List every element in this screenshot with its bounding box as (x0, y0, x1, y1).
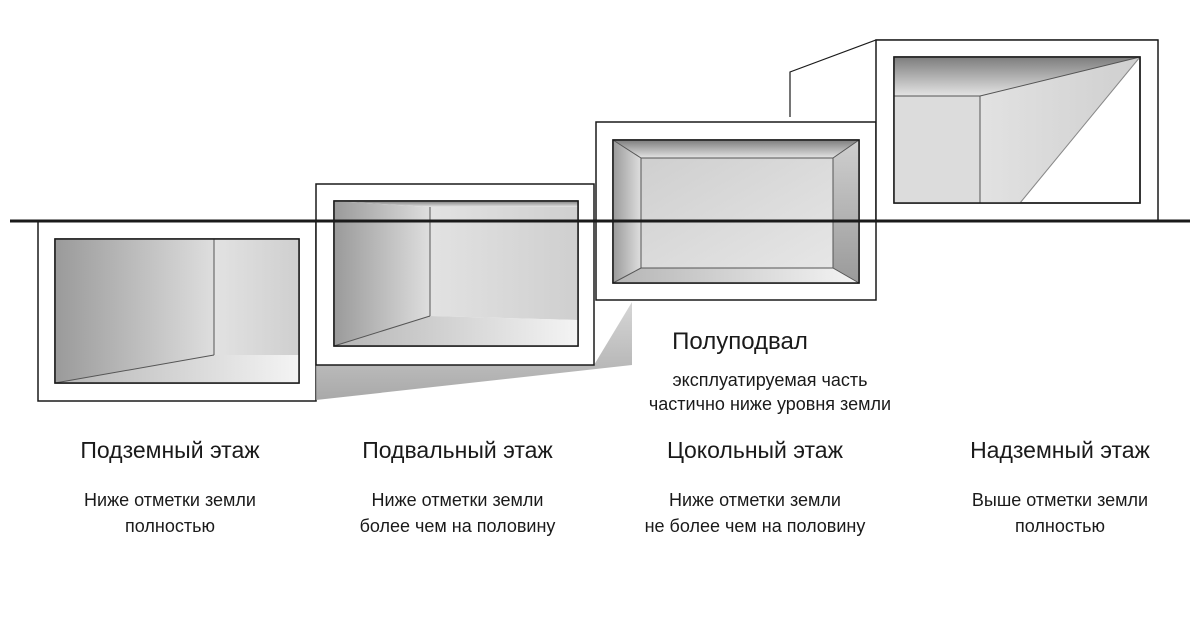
above-ground-floor-desc-line2: полностью (1015, 516, 1105, 536)
semi-basement-note-line1: эксплуатируемая часть (672, 370, 868, 390)
above-ground-floor-desc-line1: Выше отметки земли (971, 490, 1149, 510)
basement-floor-title: Подвальный этаж (362, 437, 553, 463)
underground-floor-desc-line1: Ниже отметки земли (84, 490, 256, 510)
plinth-floor-desc-line2: не более чем на половину (644, 516, 866, 536)
room-above-ground (789, 39, 1159, 222)
basement-floor-desc: Ниже отметки земли более чем на половину (325, 487, 590, 539)
semi-basement-note-line2: частично ниже уровня земли (648, 394, 892, 414)
underground-floor-desc: Ниже отметки земли полностью (40, 487, 300, 539)
room-basement (315, 183, 632, 400)
basement-floor-desc-line2: более чем на половину (359, 516, 556, 536)
above-ground-floor-title: Надземный этаж (970, 437, 1150, 463)
underground-floor-title: Подземный этаж (80, 437, 260, 463)
semi-basement-note: эксплуатируемая часть частично ниже уров… (600, 368, 940, 416)
basement-floor-desc-line1: Ниже отметки земли (371, 490, 544, 510)
above-ground-floor-desc: Выше отметки земли полностью (930, 487, 1190, 539)
semi-basement-title: Полуподвал (672, 328, 808, 355)
plinth-floor-title: Цокольный этаж (667, 437, 843, 463)
room-plinth (595, 121, 877, 301)
underground-floor-desc-line2: полностью (125, 516, 215, 536)
room-underground (37, 220, 317, 402)
plinth-floor-desc: Ниже отметки земли не более чем на полов… (615, 487, 895, 539)
plinth-floor-desc-line1: Ниже отметки земли (669, 490, 841, 510)
